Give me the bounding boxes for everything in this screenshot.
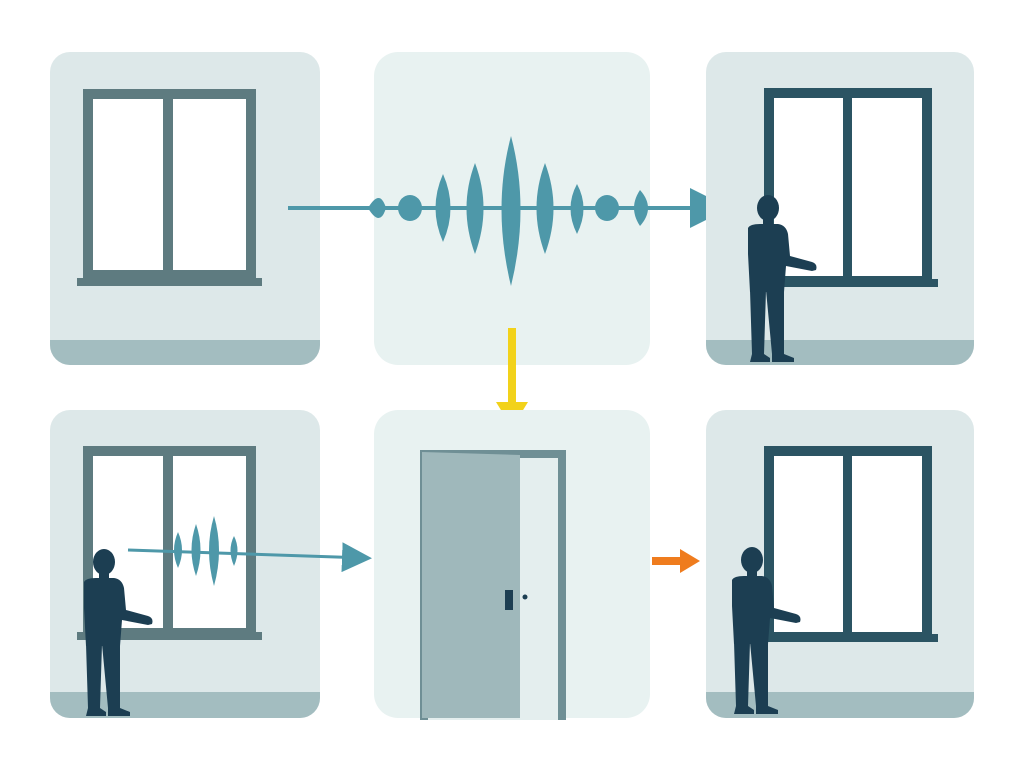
floor-band bbox=[706, 340, 974, 365]
window-icon bbox=[758, 446, 938, 642]
window-icon bbox=[758, 88, 938, 287]
panel-window-with-person-bottom bbox=[706, 410, 974, 718]
window-icon bbox=[77, 446, 262, 640]
panel-closed-window bbox=[50, 52, 320, 365]
panel-person-at-window bbox=[50, 410, 320, 718]
door-handle bbox=[505, 590, 513, 610]
door-icon bbox=[420, 450, 566, 720]
arrow-right-icon bbox=[127, 542, 372, 573]
floor-band bbox=[50, 340, 320, 365]
window-icon bbox=[77, 89, 262, 286]
panel-open-door bbox=[374, 410, 650, 720]
sound-wave-icon bbox=[127, 516, 372, 586]
sound-wave-icon bbox=[288, 136, 730, 286]
panel-window-with-person-top bbox=[706, 52, 974, 365]
arrow-right-icon bbox=[652, 549, 700, 573]
